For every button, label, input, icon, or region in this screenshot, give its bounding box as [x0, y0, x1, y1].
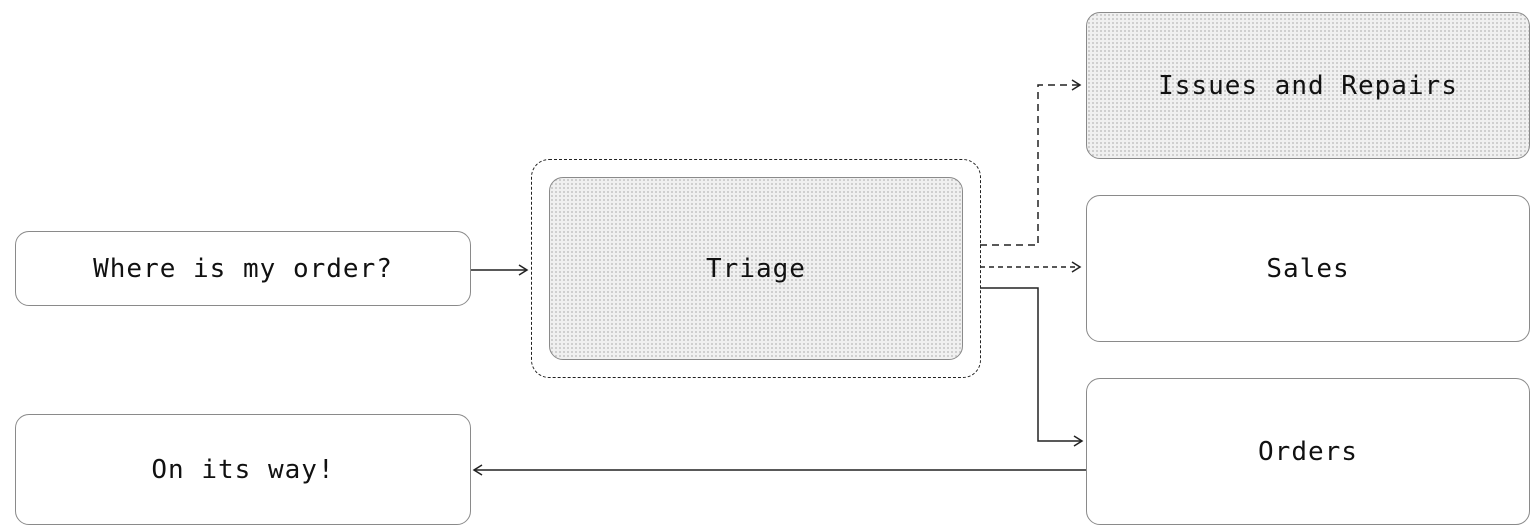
node-orders-label: Orders [1258, 436, 1358, 467]
node-sales-label: Sales [1266, 253, 1350, 284]
triage-group-outline [531, 159, 981, 378]
node-answer: On its way! [15, 414, 471, 525]
node-issues-and-repairs: Issues and Repairs [1086, 12, 1530, 159]
node-question-label: Where is my order? [93, 253, 393, 284]
node-orders: Orders [1086, 378, 1530, 525]
node-sales: Sales [1086, 195, 1530, 342]
arrow-triage-to-orders [980, 287, 1084, 447]
node-triage-label: Triage [706, 253, 806, 284]
node-triage: Triage [549, 177, 963, 360]
node-question: Where is my order? [15, 231, 471, 306]
node-answer-label: On its way! [151, 454, 335, 485]
node-issues-label: Issues and Repairs [1158, 70, 1458, 101]
arrow-triage-to-issues [980, 79, 1082, 246]
